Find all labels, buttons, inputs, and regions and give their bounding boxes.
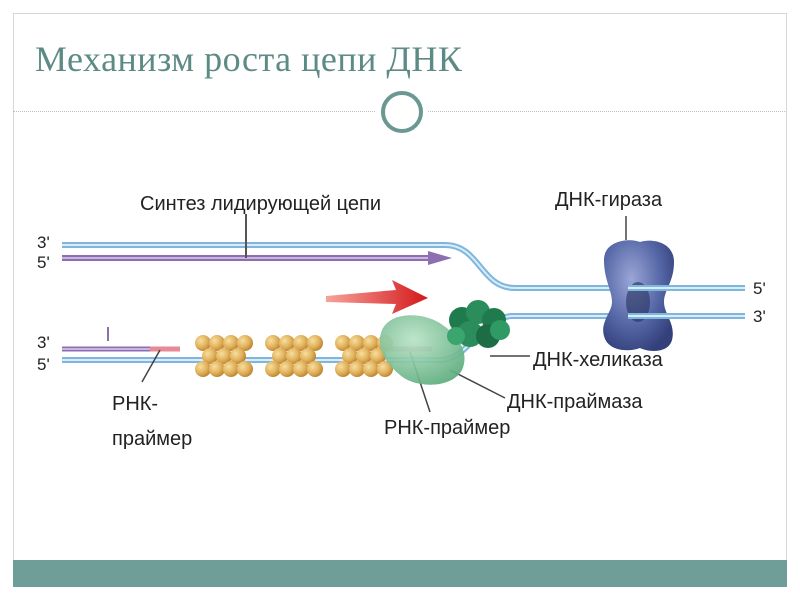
rna-primer-left-leader bbox=[141, 349, 161, 383]
top-strand-upper bbox=[62, 242, 745, 291]
primase-protein bbox=[379, 315, 465, 385]
label-primase: ДНК-праймаза bbox=[507, 391, 643, 413]
label-gyrase: ДНК-гираза bbox=[555, 189, 663, 211]
polymerase-cluster-1 bbox=[195, 335, 253, 377]
end-label-bottom-left-upper: 3' bbox=[37, 333, 50, 352]
polymerase-cluster-2 bbox=[265, 335, 323, 377]
label-rna-primer-left-1: РНК- bbox=[112, 393, 158, 415]
end-label-top-left-upper: 3' bbox=[37, 233, 50, 252]
end-label-right-upper: 5' bbox=[753, 279, 766, 298]
leading-arrowhead bbox=[428, 251, 452, 265]
slide-title: Механизм роста цепи ДНК bbox=[35, 39, 463, 79]
leading-new-strand bbox=[62, 251, 452, 265]
helicase-protein bbox=[447, 300, 510, 348]
primase-leader bbox=[449, 369, 506, 399]
end-label-right-lower: 3' bbox=[753, 307, 766, 326]
slide-footer-bar bbox=[13, 560, 787, 587]
label-leading-synthesis: Синтез лидирующей цепи bbox=[140, 193, 381, 215]
label-helicase: ДНК-хеликаза bbox=[533, 349, 664, 371]
label-rna-primer-center: РНК-праймер bbox=[384, 417, 510, 439]
end-label-top-left-lower: 5' bbox=[37, 253, 50, 272]
red-arrow-icon bbox=[326, 280, 428, 314]
title-circle-ornament bbox=[381, 91, 423, 133]
end-label-bottom-left-lower: 5' bbox=[37, 355, 50, 374]
gyrase-protein bbox=[603, 240, 674, 351]
label-rna-primer-left-2: праймер bbox=[112, 428, 192, 450]
